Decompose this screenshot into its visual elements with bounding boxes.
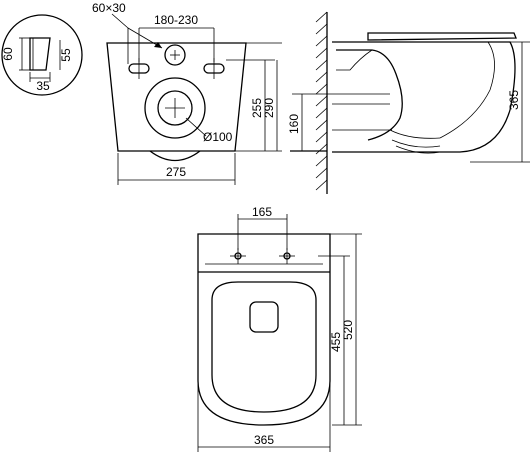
total-height-label: 290 bbox=[262, 98, 276, 118]
top-footprint bbox=[197, 233, 331, 426]
bowl-length-label: 455 bbox=[329, 332, 343, 352]
top-bolt-spacing-label: 165 bbox=[252, 205, 272, 219]
detail-view: 60 55 35 bbox=[1, 14, 83, 96]
top-width-label: 365 bbox=[254, 433, 274, 447]
bolt-spacing-label: 180-230 bbox=[154, 13, 198, 27]
water-inlet bbox=[164, 44, 186, 66]
detail-height-outer: 60 bbox=[1, 47, 15, 61]
seat-ring bbox=[211, 281, 317, 413]
inlet-diameter-label: Ø100 bbox=[203, 130, 233, 144]
waste-outlet-outer bbox=[144, 77, 206, 139]
side-view: 160 365 bbox=[287, 11, 530, 194]
detail-depth: 35 bbox=[36, 79, 50, 93]
front-view: Ø100 60×30 180-230 275 255 290 bbox=[92, 1, 282, 185]
outlet-height-label: 160 bbox=[287, 114, 301, 134]
inlet-height-label: 255 bbox=[250, 98, 264, 118]
waste-outlet-inner bbox=[157, 90, 193, 126]
hole-size-label: 60×30 bbox=[92, 1, 126, 15]
seat-lid bbox=[367, 32, 517, 41]
detail-profile bbox=[29, 37, 51, 71]
flush-opening bbox=[249, 301, 279, 333]
front-width-label: 275 bbox=[166, 165, 186, 179]
bowl-body bbox=[332, 41, 516, 153]
detail-height-inner: 55 bbox=[59, 48, 73, 62]
wall-hatch bbox=[315, 11, 328, 191]
top-view: 165 455 520 365 bbox=[197, 205, 362, 452]
detail-circle bbox=[1, 14, 83, 96]
side-depth-label: 365 bbox=[507, 90, 521, 110]
total-length-label: 520 bbox=[341, 320, 355, 340]
